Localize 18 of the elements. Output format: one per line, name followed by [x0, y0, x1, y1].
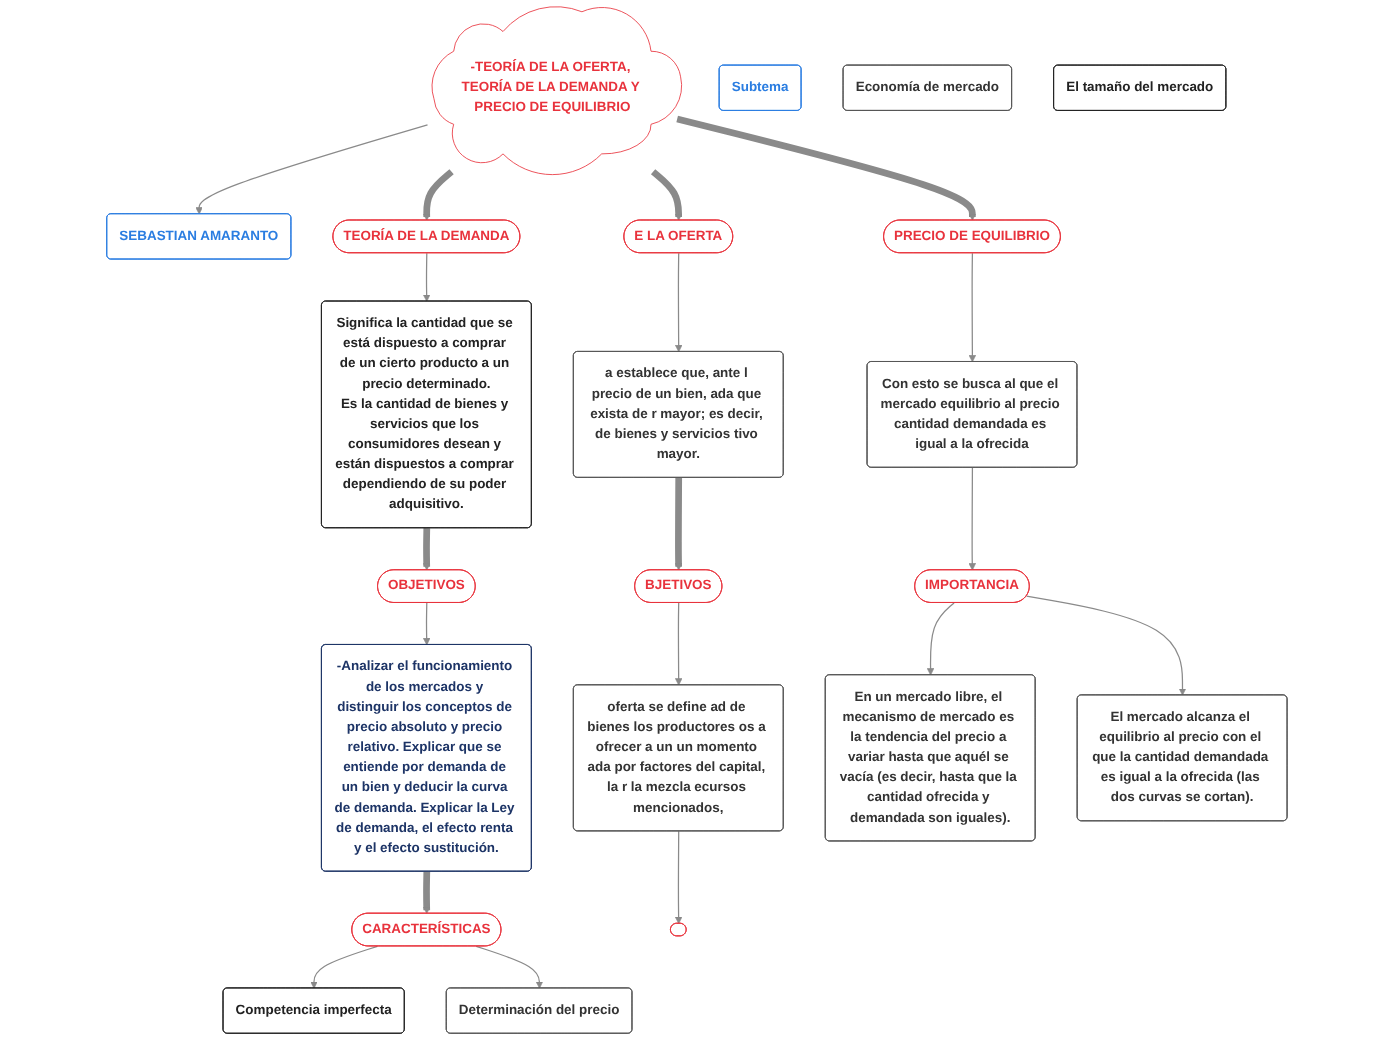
arrow [675, 252, 683, 353]
arrow [675, 830, 683, 924]
arrow [968, 252, 977, 363]
arrow [968, 467, 977, 571]
arrow [310, 945, 379, 989]
arrow [423, 871, 431, 914]
arrow [675, 602, 683, 686]
arrow [475, 945, 544, 989]
arrow [423, 528, 431, 571]
arrow [423, 252, 431, 302]
arrow [423, 169, 454, 221]
arrow [423, 602, 431, 646]
arrow [1026, 595, 1187, 696]
arrow [195, 124, 429, 215]
arrow [676, 115, 977, 221]
arrow [926, 602, 955, 676]
arrow [675, 477, 683, 571]
arrow [651, 169, 683, 221]
